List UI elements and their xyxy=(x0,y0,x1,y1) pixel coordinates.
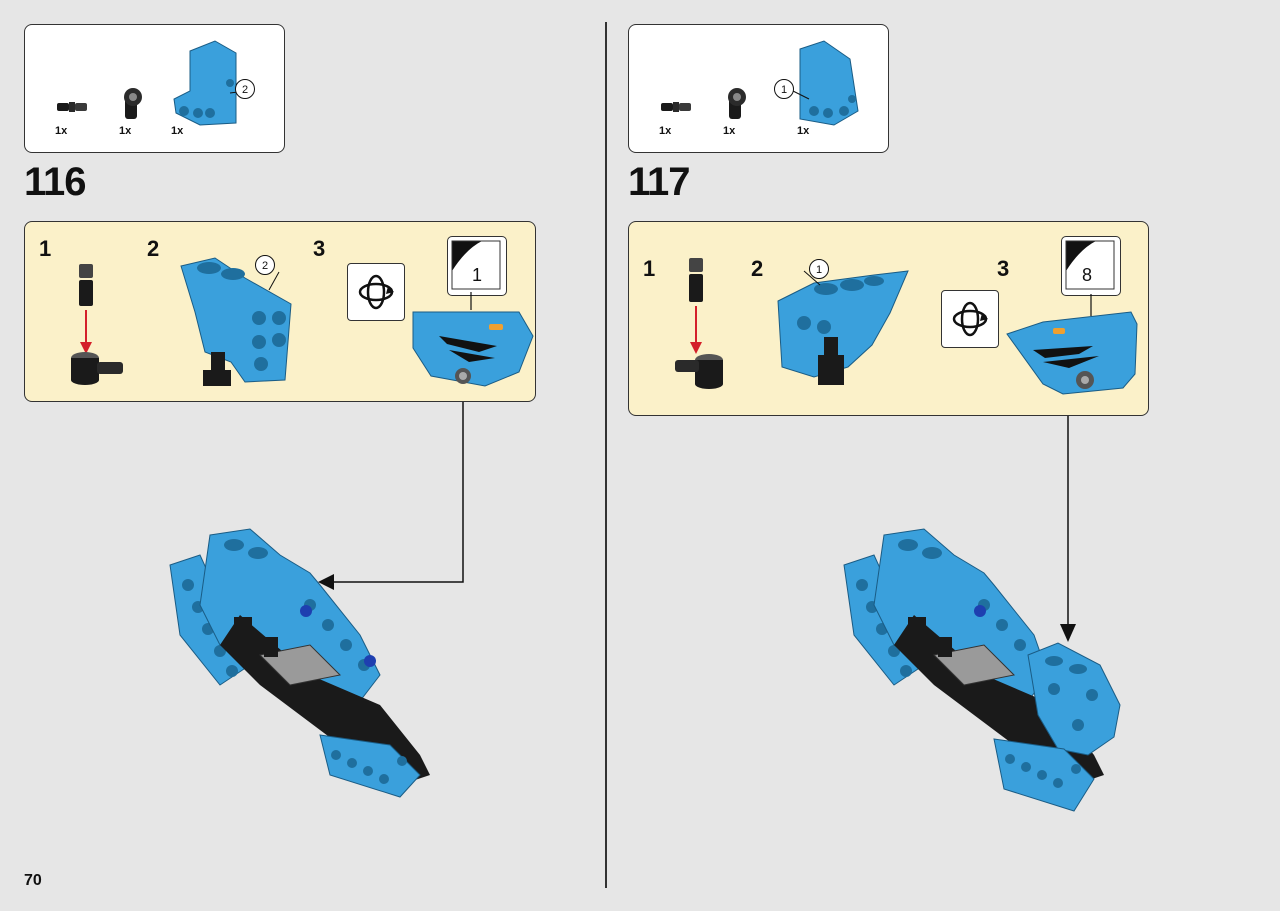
side-panel-illustration xyxy=(1006,294,1138,395)
part-qty: 1x xyxy=(119,125,132,137)
pin-with-friction-icon xyxy=(661,102,691,112)
substep-number: 3 xyxy=(313,236,326,261)
part-qty: 1x xyxy=(171,125,184,137)
pin-insertion-illustration xyxy=(71,264,123,385)
rotate-model-icon xyxy=(941,290,999,348)
part-callout-circle: 1 xyxy=(774,79,794,99)
assembly-pointer-line-116 xyxy=(318,402,464,590)
parts-list-box-117: 1 1x 1x 1x xyxy=(628,24,889,153)
parts-list-box-116: 2 1x 1x 1x xyxy=(24,24,285,153)
substep-number: 1 xyxy=(39,236,52,261)
blue-panel-icon xyxy=(173,40,237,126)
count-badge-number: 8 xyxy=(1082,265,1093,285)
page-number: 70 xyxy=(24,872,42,889)
page-divider xyxy=(605,22,607,888)
main-model-illustration-117 xyxy=(843,528,1121,812)
part-callout-number: 1 xyxy=(780,84,788,96)
connector-elbow-icon xyxy=(124,88,142,119)
part-qty: 1x xyxy=(55,125,68,137)
rotate-model-icon xyxy=(347,263,405,321)
sub-assembly-panel-117: 1 2 3 1 8 xyxy=(628,221,1149,416)
blue-panel-icon xyxy=(799,40,859,126)
connector-elbow-icon xyxy=(728,88,746,119)
substep-number: 2 xyxy=(751,256,764,281)
count-badge-frame: 1 xyxy=(447,236,507,296)
count-badge-frame: 8 xyxy=(1061,236,1121,296)
part-callout-circle: 2 xyxy=(235,79,255,99)
panel-assembly-illustration xyxy=(180,257,292,386)
part-callout-number: 1 xyxy=(815,264,823,276)
page-curl-icon xyxy=(451,240,501,290)
pin-insertion-illustration xyxy=(675,258,723,389)
pin-with-friction-icon xyxy=(57,102,87,112)
part-qty: 1x xyxy=(723,125,736,137)
substep-number: 2 xyxy=(147,236,160,261)
count-badge-number: 1 xyxy=(472,265,483,285)
page-curl-icon xyxy=(1065,240,1115,290)
step-number-117: 117 xyxy=(628,160,691,204)
main-model-illustration-116 xyxy=(169,528,430,798)
panel-assembly-illustration xyxy=(777,270,909,385)
substep-number: 3 xyxy=(997,256,1010,281)
step-number-116: 116 xyxy=(24,160,87,204)
part-callout-circle: 1 xyxy=(809,259,829,279)
side-panel-illustration xyxy=(412,292,534,387)
sub-assembly-panel-116: 1 2 3 2 xyxy=(24,221,536,402)
part-qty: 1x xyxy=(659,125,672,137)
part-callout-number: 2 xyxy=(241,84,249,96)
part-callout-number: 2 xyxy=(261,260,269,272)
substep-number: 1 xyxy=(643,256,656,281)
part-qty: 1x xyxy=(797,125,810,137)
assembly-pointer-line-117 xyxy=(1060,416,1076,642)
part-callout-circle: 2 xyxy=(255,255,275,275)
